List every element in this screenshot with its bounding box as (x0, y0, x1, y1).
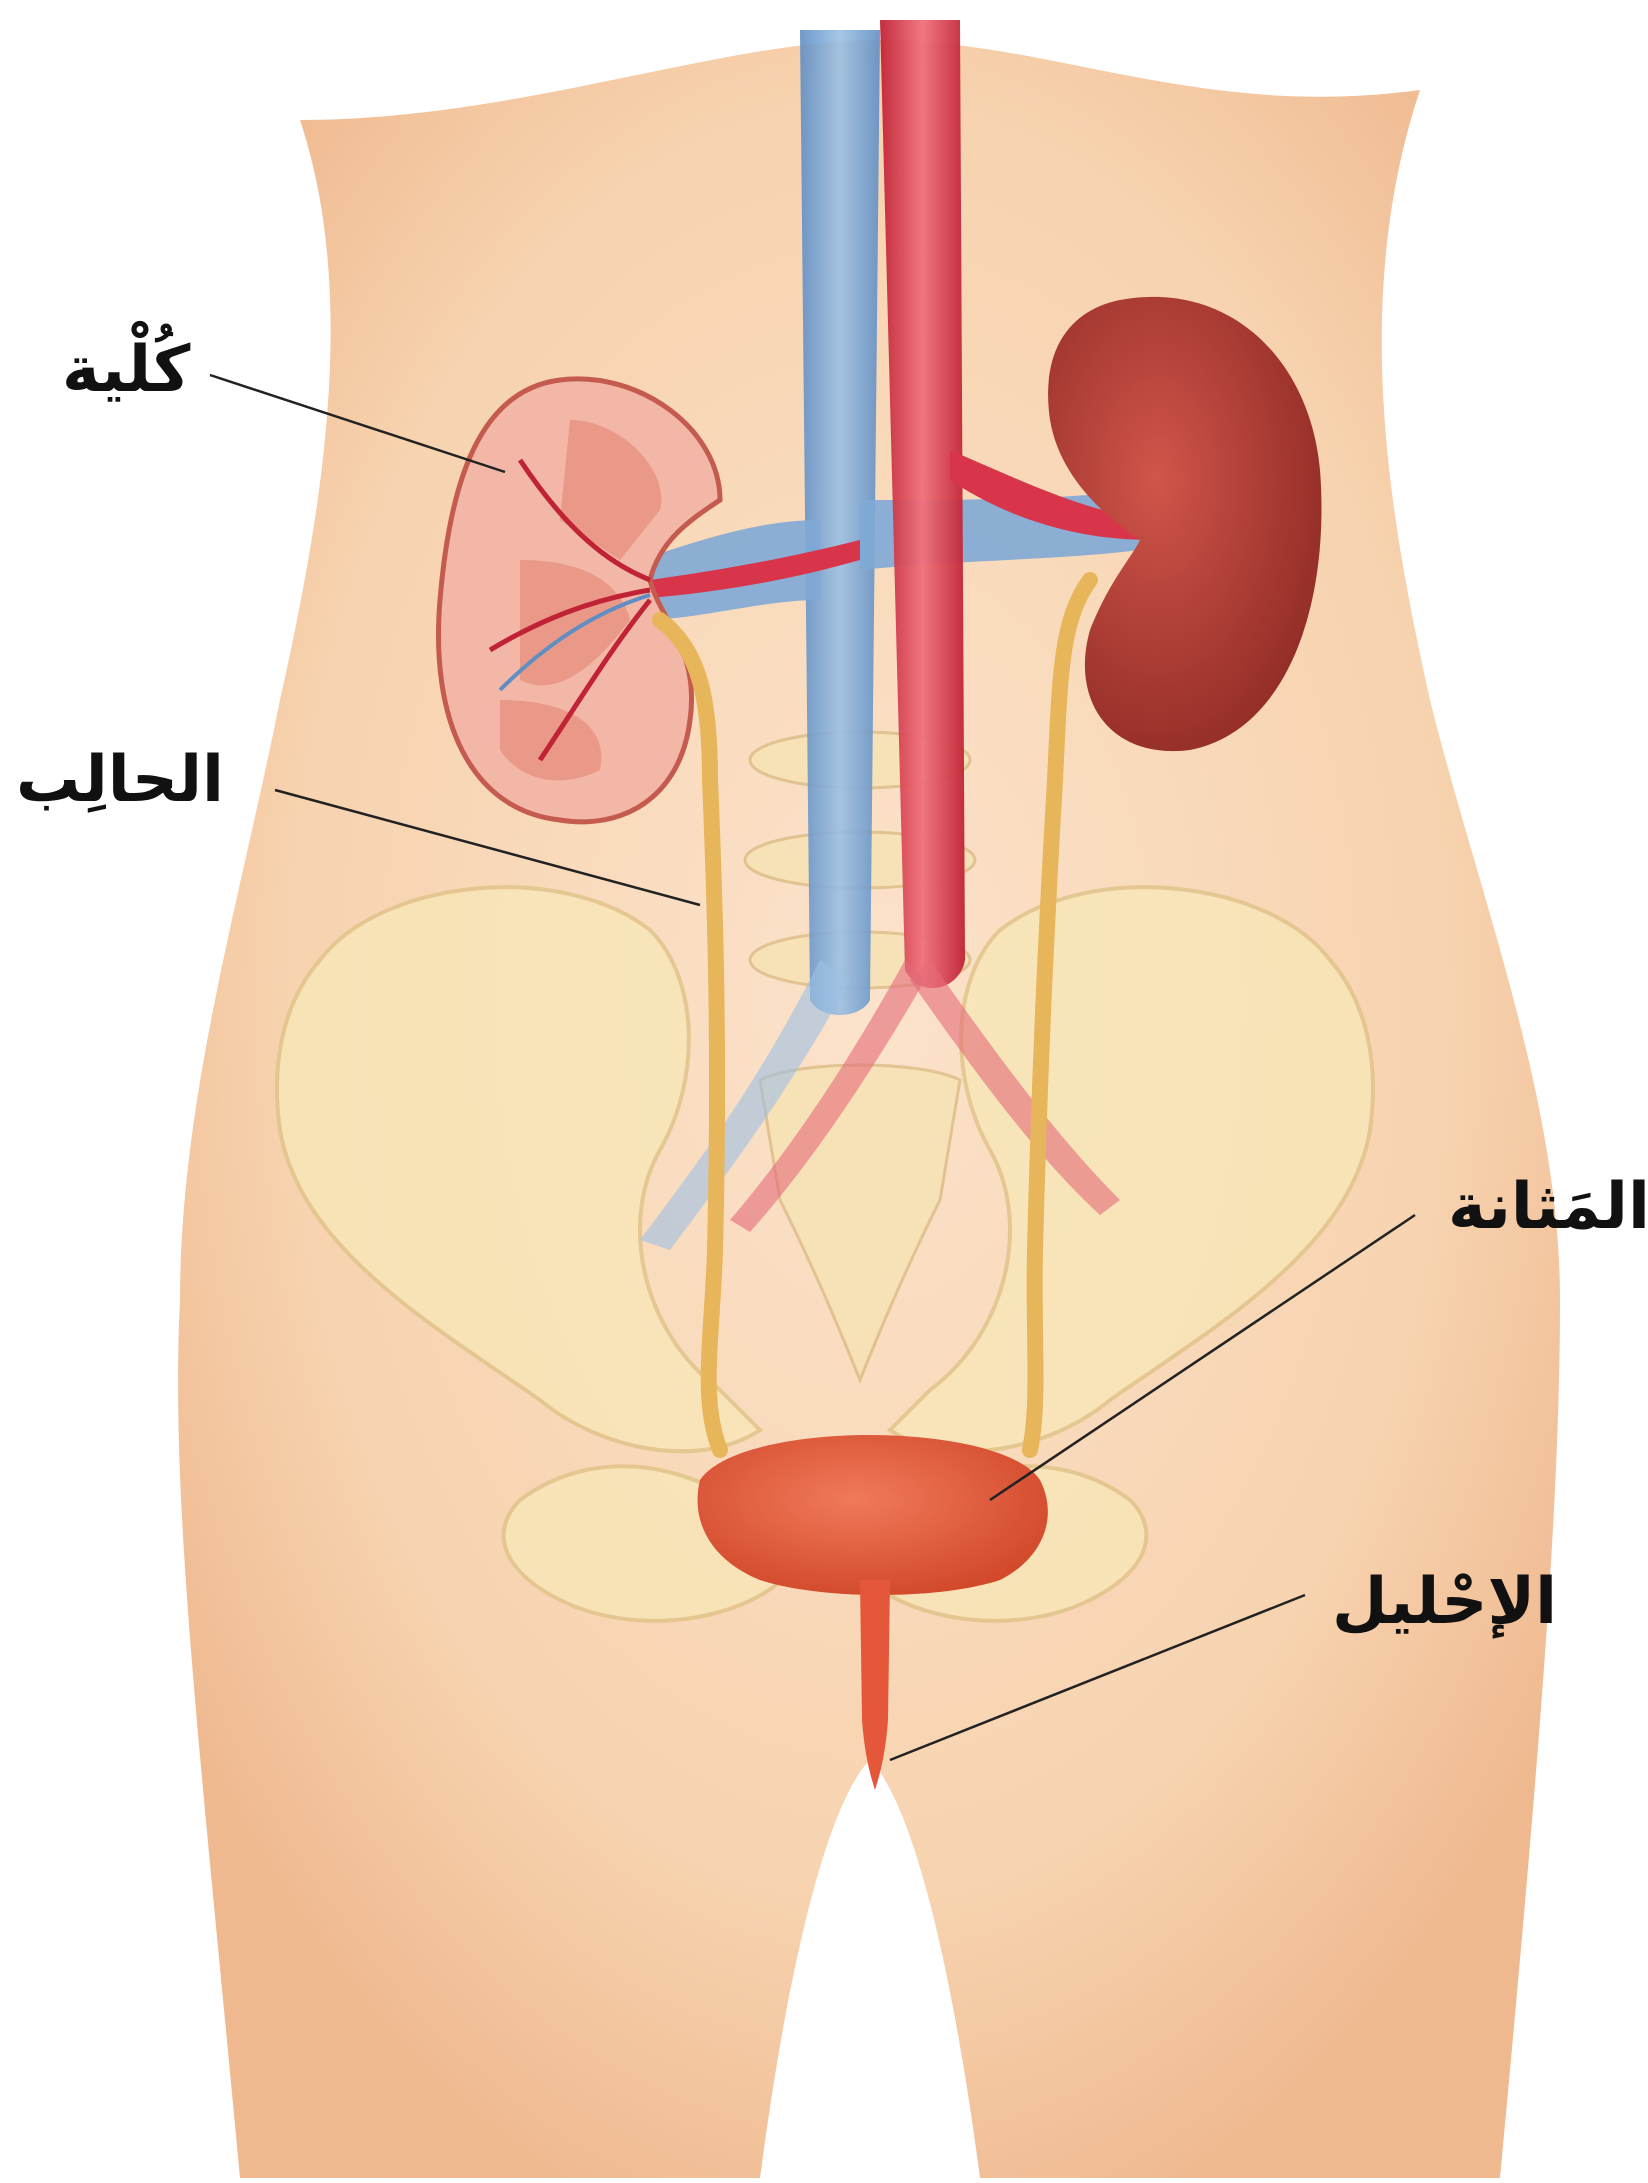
ureter-label: الحالِب (16, 748, 224, 812)
kidney-label: كُلْية (62, 338, 190, 402)
bladder-label: المَثانة (1448, 1175, 1648, 1239)
bladder (698, 1435, 1048, 1595)
urethra-label: الإحْليل (1332, 1570, 1557, 1634)
